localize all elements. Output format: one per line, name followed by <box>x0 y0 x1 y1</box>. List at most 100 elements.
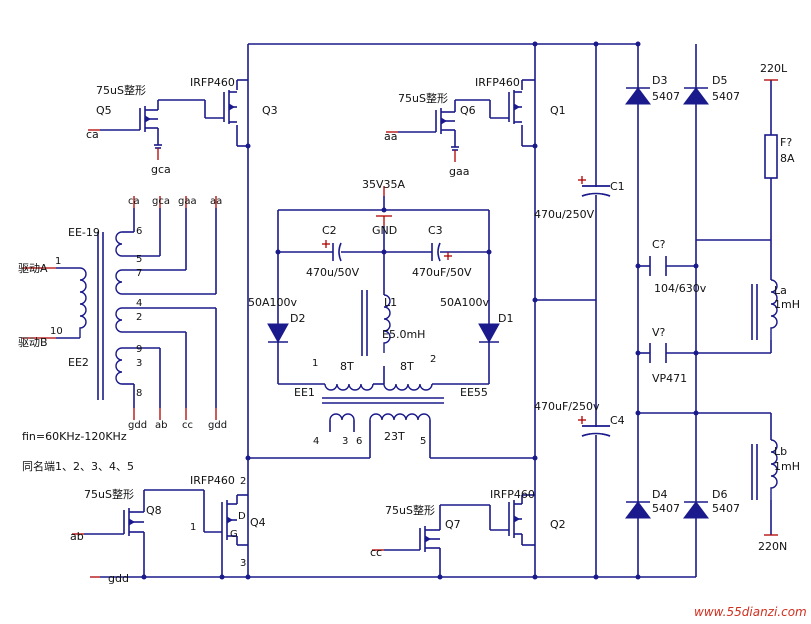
ee2-label: EE2 <box>68 356 89 369</box>
la-value: 1mH <box>774 298 800 311</box>
l1-value: E5.0mH <box>382 328 425 341</box>
d2-name: D2 <box>290 312 305 325</box>
q7-gate-label: cc <box>370 546 382 559</box>
c4-name: C4 <box>610 414 625 427</box>
winding-8t-b: 8T <box>400 360 414 373</box>
same-name-label: 同名端1、2、3、4、5 <box>22 459 134 473</box>
q5-note: 75uS整形 <box>96 83 146 97</box>
cap-plus-signs <box>322 176 586 424</box>
q7-note: 75uS整形 <box>385 503 435 517</box>
q6-source-label: gaa <box>449 165 469 178</box>
out-pin2: 2 <box>430 354 436 365</box>
c3-value: 470uF/50V <box>412 266 472 279</box>
q1-name: Q1 <box>550 104 566 117</box>
top-label-aa: aa <box>210 196 222 207</box>
d5-name: D5 <box>712 74 727 87</box>
tr-pin5: 5 <box>136 254 142 265</box>
q6-small-mosfet <box>398 99 490 151</box>
q4-pin2: 2 <box>240 476 246 487</box>
c2-name: C2 <box>322 224 337 237</box>
lb-value: 1mH <box>774 460 800 473</box>
q4-g-label: G <box>230 529 238 540</box>
q6-gate-label: aa <box>384 130 397 143</box>
out-pin1: 1 <box>312 358 318 369</box>
q8-small-mosfet <box>84 489 204 577</box>
q4-mosfet <box>203 490 238 577</box>
q5-name: Q5 <box>96 104 112 117</box>
gdd-bottom-label: gdd <box>108 572 129 585</box>
q4-pin3: 3 <box>240 558 246 569</box>
q2-mosfet <box>489 495 523 545</box>
bot-label-cc: cc <box>182 420 193 431</box>
q7-small-mosfet <box>384 504 490 577</box>
tr-pin7: 7 <box>136 268 142 279</box>
d5-value: 5407 <box>712 90 740 103</box>
c3-name: C3 <box>428 224 443 237</box>
watermark: www.55dianzi.com <box>694 605 807 619</box>
out-pin4: 4 <box>313 436 319 447</box>
d1-name: D1 <box>498 312 513 325</box>
q3-mosfet <box>204 90 237 124</box>
q8-gate-label: ab <box>70 530 84 543</box>
q4-type: IRFP460 <box>190 474 235 487</box>
cq-name: C? <box>652 238 666 251</box>
q5-small-mosfet <box>100 99 205 149</box>
out-pin3: 3 <box>342 436 348 447</box>
q4-name: Q4 <box>250 516 266 529</box>
q8-note: 75uS整形 <box>84 487 134 501</box>
output-section <box>267 196 500 448</box>
top-label-ca: ca <box>128 196 140 207</box>
q6-note: 75uS整形 <box>398 91 448 105</box>
d1-value: 50A100v <box>440 296 490 309</box>
tr-pin9: 9 <box>136 344 142 355</box>
q3-type: IRFP460 <box>190 76 235 89</box>
vq-value: VP471 <box>652 372 687 385</box>
d3-name: D3 <box>652 74 667 87</box>
q5-gate-label: ca <box>86 128 99 141</box>
bot-label-gdd2: gdd <box>208 420 227 431</box>
ee55-label: EE55 <box>460 386 488 399</box>
c1-curve <box>581 192 611 197</box>
c4-gap <box>590 427 602 435</box>
primary-pin1: 1 <box>55 256 61 267</box>
tr-pin3: 3 <box>136 358 142 369</box>
q3-name: Q3 <box>262 104 278 117</box>
top-label-gca: gca <box>152 196 170 207</box>
n220-label: 220N <box>758 540 787 553</box>
q8-name: Q8 <box>146 504 162 517</box>
lb-name: Lb <box>774 445 787 458</box>
gnd-label: GND <box>372 224 397 237</box>
d2-value: 50A100v <box>248 296 298 309</box>
bot-label-gdd: gdd <box>128 420 147 431</box>
ee1-label: EE1 <box>294 386 315 399</box>
tr-pin6: 6 <box>136 226 142 237</box>
fin-label: fin=60KHz-120KHz <box>22 430 127 443</box>
q4-pin1: 1 <box>190 522 196 533</box>
d4-name: D4 <box>652 488 667 501</box>
d3-value: 5407 <box>652 90 680 103</box>
q2-name: Q2 <box>550 518 566 531</box>
drive-transformer-stubs <box>22 196 217 420</box>
q5-source-label: gca <box>151 163 171 176</box>
vout-label: 35V35A <box>362 178 406 191</box>
fuse-name: F? <box>780 136 792 149</box>
c4-curve <box>581 432 611 437</box>
drive-a-label: 驱动A <box>18 262 48 275</box>
out-pin6: 6 <box>356 436 362 447</box>
bridge-rectifier <box>625 87 709 519</box>
l1-name: L1 <box>384 296 397 309</box>
drive-transformer <box>56 208 217 408</box>
d4-value: 5407 <box>652 502 680 515</box>
q7-name: Q7 <box>445 518 461 531</box>
out-pin5: 5 <box>420 436 426 447</box>
q6-name: Q6 <box>460 104 476 117</box>
d6-name: D6 <box>712 488 727 501</box>
main-wiring <box>100 43 772 578</box>
top-label-gaa: gaa <box>178 196 197 207</box>
junction-dots <box>141 41 699 580</box>
c1-gap <box>590 187 602 195</box>
tr-pin2: 2 <box>136 312 142 323</box>
ac-input <box>751 134 778 500</box>
d6-value: 5407 <box>712 502 740 515</box>
